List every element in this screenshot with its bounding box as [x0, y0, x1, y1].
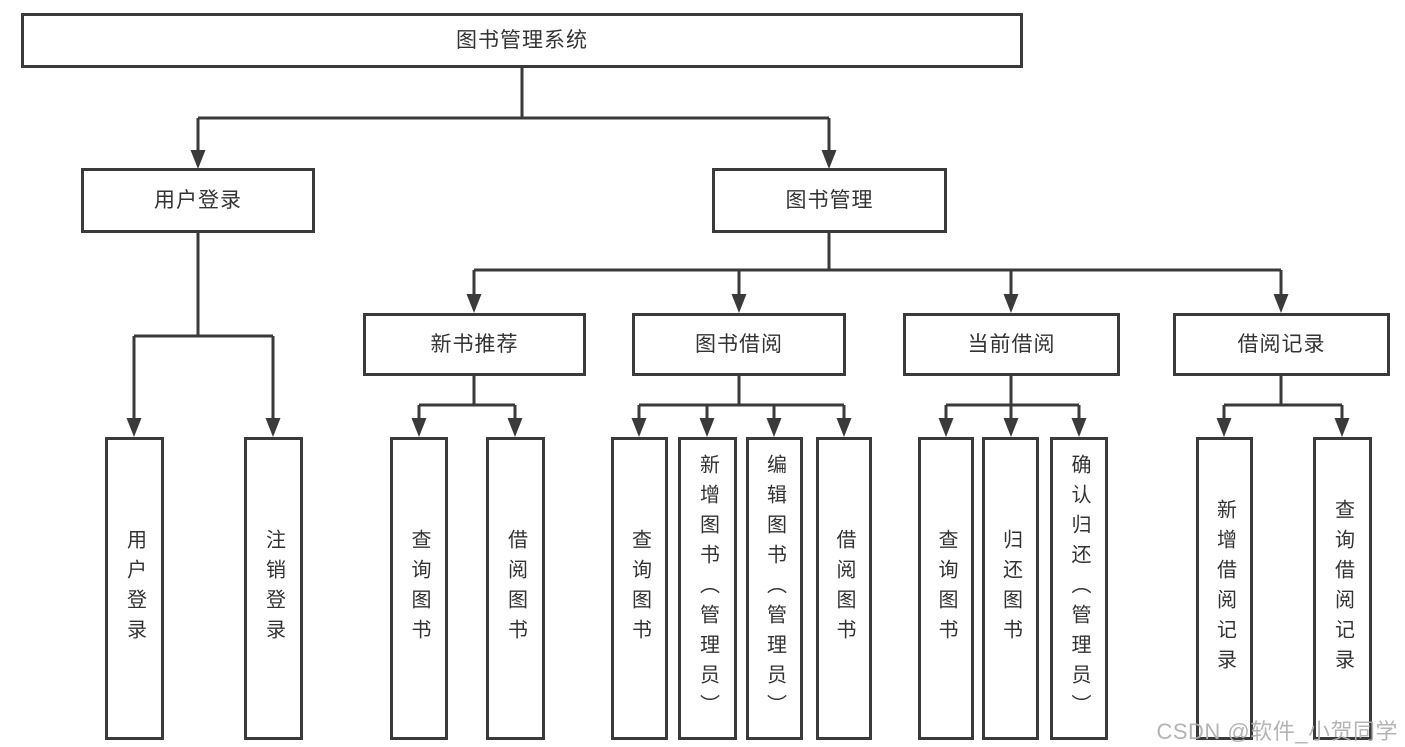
leaf-add-book-admin: 新增图书（管理员）: [678, 437, 737, 740]
leaf-return-book: 归还图书: [982, 437, 1039, 740]
node-book-management: 图书管理: [712, 168, 947, 233]
leaf-query-borrow-record: 查询借阅记录: [1313, 437, 1372, 740]
node-library-management-system: 图书管理系统: [21, 13, 1023, 68]
leaf-add-borrow-record: 新增借阅记录: [1196, 437, 1253, 740]
leaf-logout: 注销登录: [244, 437, 303, 740]
csdn-watermark: CSDN @软件_小贺同学: [1156, 719, 1398, 744]
leaf-confirm-return-admin: 确认归还（管理员）: [1050, 437, 1108, 740]
leaf-query-books-recommend: 查询图书: [390, 437, 448, 740]
node-book-borrow: 图书借阅: [632, 313, 846, 376]
leaf-borrow-books-recommend: 借阅图书: [486, 437, 545, 740]
leaf-edit-book-admin: 编辑图书（管理员）: [746, 437, 803, 740]
leaf-query-books-borrow: 查询图书: [611, 437, 668, 740]
node-new-book-recommend: 新书推荐: [363, 313, 586, 376]
leaf-user-login: 用户登录: [105, 437, 164, 740]
node-borrow-records: 借阅记录: [1173, 313, 1390, 376]
node-user-login: 用户登录: [81, 168, 315, 233]
leaf-query-books-current: 查询图书: [918, 437, 974, 740]
leaf-borrow-books: 借阅图书: [816, 437, 872, 740]
node-current-borrow: 当前借阅: [903, 313, 1120, 376]
